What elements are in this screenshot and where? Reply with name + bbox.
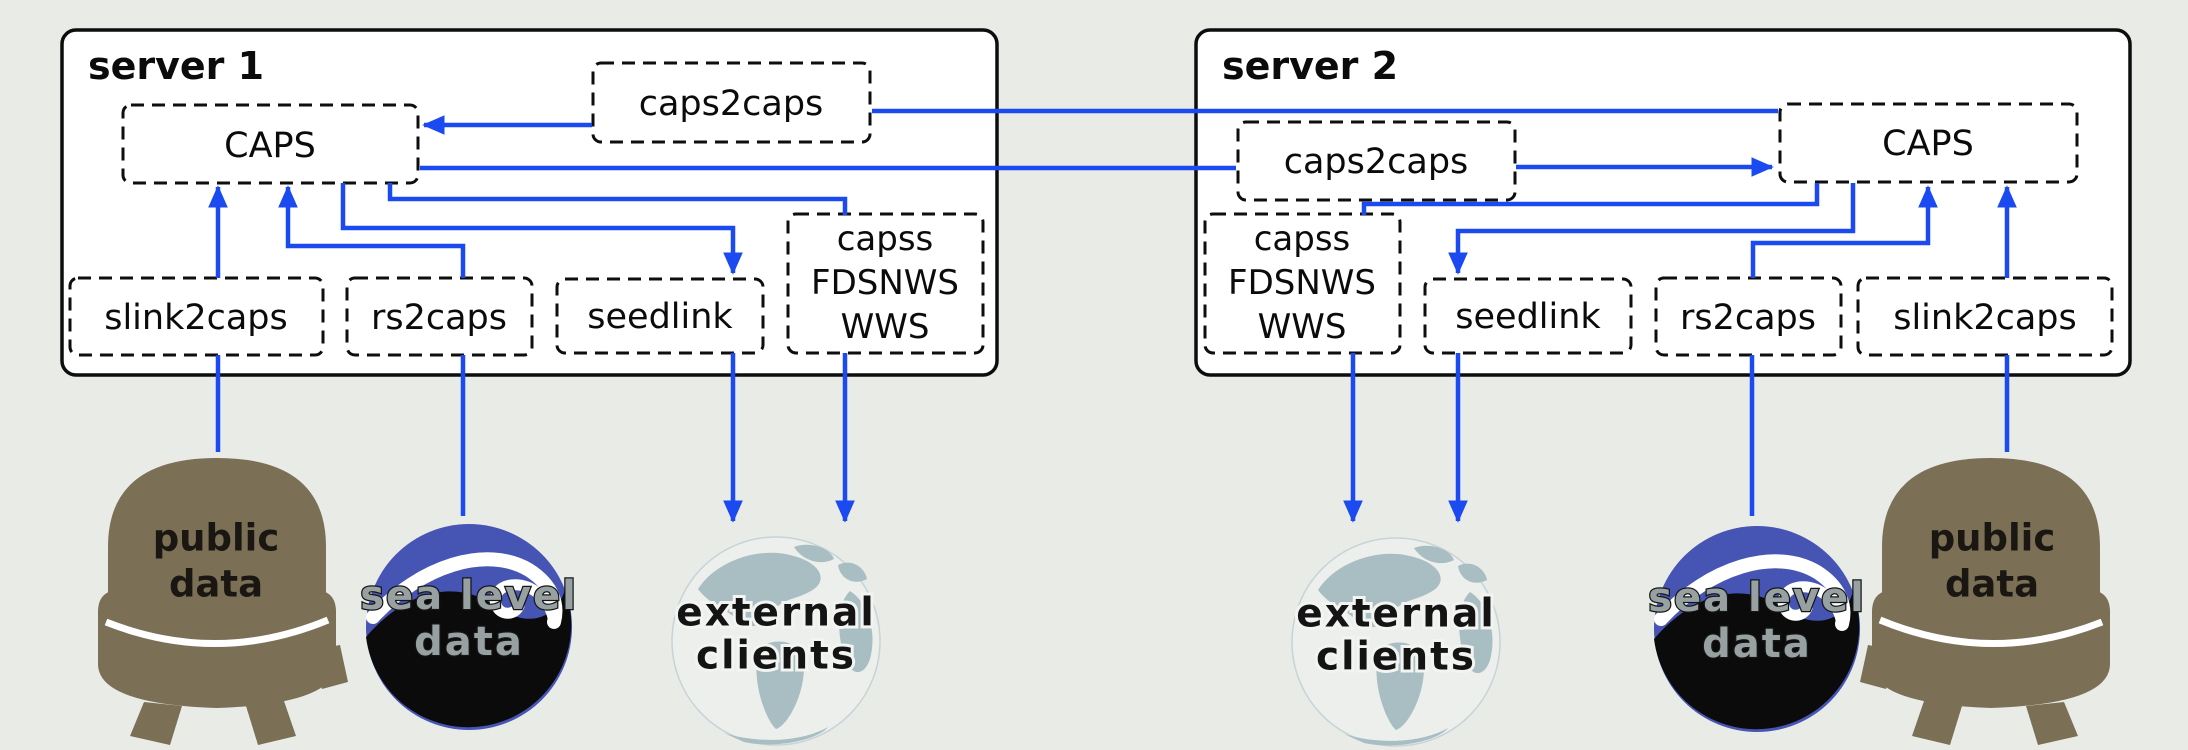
- public-data-label-line2: data: [169, 563, 263, 606]
- sea-level-label-line2: data: [414, 619, 524, 665]
- sea-level-label-line1: sea level: [360, 573, 578, 619]
- public-data-label-line1: public: [153, 517, 280, 560]
- server1-caps-label: CAPS: [224, 126, 316, 166]
- server1-capss-box: [786, 212, 985, 355]
- external-clients-label-line2: clients: [696, 634, 856, 679]
- server2-wires: [1343, 157, 2017, 523]
- arrow-caps-to-seedlink-s2: [1448, 183, 1856, 275]
- wire-caps-to-capss-s2: [1361, 183, 1820, 215]
- server1-rs2caps-box: [345, 276, 534, 357]
- server1-slink2caps-label: slink2caps: [104, 298, 288, 338]
- server2-seedlink-box: [1423, 277, 1633, 355]
- server2-capss-label-line2: FDSNWS: [1228, 263, 1376, 303]
- server2-capss-box: [1203, 212, 1402, 355]
- server2-capss-label-line1: capss: [1254, 219, 1351, 259]
- server2-slink2caps-box: [1856, 276, 2114, 357]
- server2-slink2caps-label: slink2caps: [1893, 298, 2077, 338]
- server1-rs2caps-label: rs2caps: [371, 298, 507, 338]
- server1-title: server 1: [88, 44, 264, 88]
- public-data-label-line1: public: [1929, 517, 2056, 560]
- external-clients-label-line1: external: [1296, 592, 1495, 637]
- server2-seedlink-label: seedlink: [1455, 297, 1601, 337]
- server2-title: server 2: [1222, 44, 1398, 88]
- server1-wires: [208, 108, 1778, 523]
- server2-rs2caps-box: [1654, 276, 1843, 357]
- server2-caps2caps-label: caps2caps: [1284, 142, 1469, 182]
- wire-caps-to-capss-s1: [387, 183, 848, 215]
- server1-caps-box: [121, 103, 420, 185]
- server1-seedlink-label: seedlink: [587, 297, 733, 337]
- arrow-rs2caps-to-caps-s2: [1750, 185, 1938, 278]
- server1-capss-label-line1: capss: [837, 219, 934, 259]
- server1-caps2caps-box: [591, 61, 872, 144]
- public-data-label-line2: data: [1945, 563, 2039, 606]
- sea-level-label-line2: data: [1702, 621, 1812, 667]
- external-clients-label-line1: external: [676, 591, 875, 636]
- server1-capss-label-line2: FDSNWS: [811, 263, 959, 303]
- server2-caps-label: CAPS: [1882, 124, 1974, 164]
- arrow-caps-to-seedlink-s1: [340, 183, 743, 275]
- sea-level-label-line1: sea level: [1648, 575, 1866, 621]
- server1-slink2caps-box: [68, 276, 325, 357]
- server2-caps-box: [1778, 102, 2079, 184]
- server1-capss-label-line3: WWS: [841, 307, 930, 347]
- server2-caps2caps-box: [1236, 120, 1517, 202]
- server2-capss-label-line3: WWS: [1258, 307, 1347, 347]
- external-clients-label-line2: clients: [1316, 635, 1476, 680]
- server1-seedlink-box: [555, 277, 765, 355]
- arrow-rs2caps-to-caps-s1: [278, 185, 466, 278]
- server1-caps2caps-label: caps2caps: [639, 84, 824, 124]
- server2-rs2caps-label: rs2caps: [1680, 298, 1816, 338]
